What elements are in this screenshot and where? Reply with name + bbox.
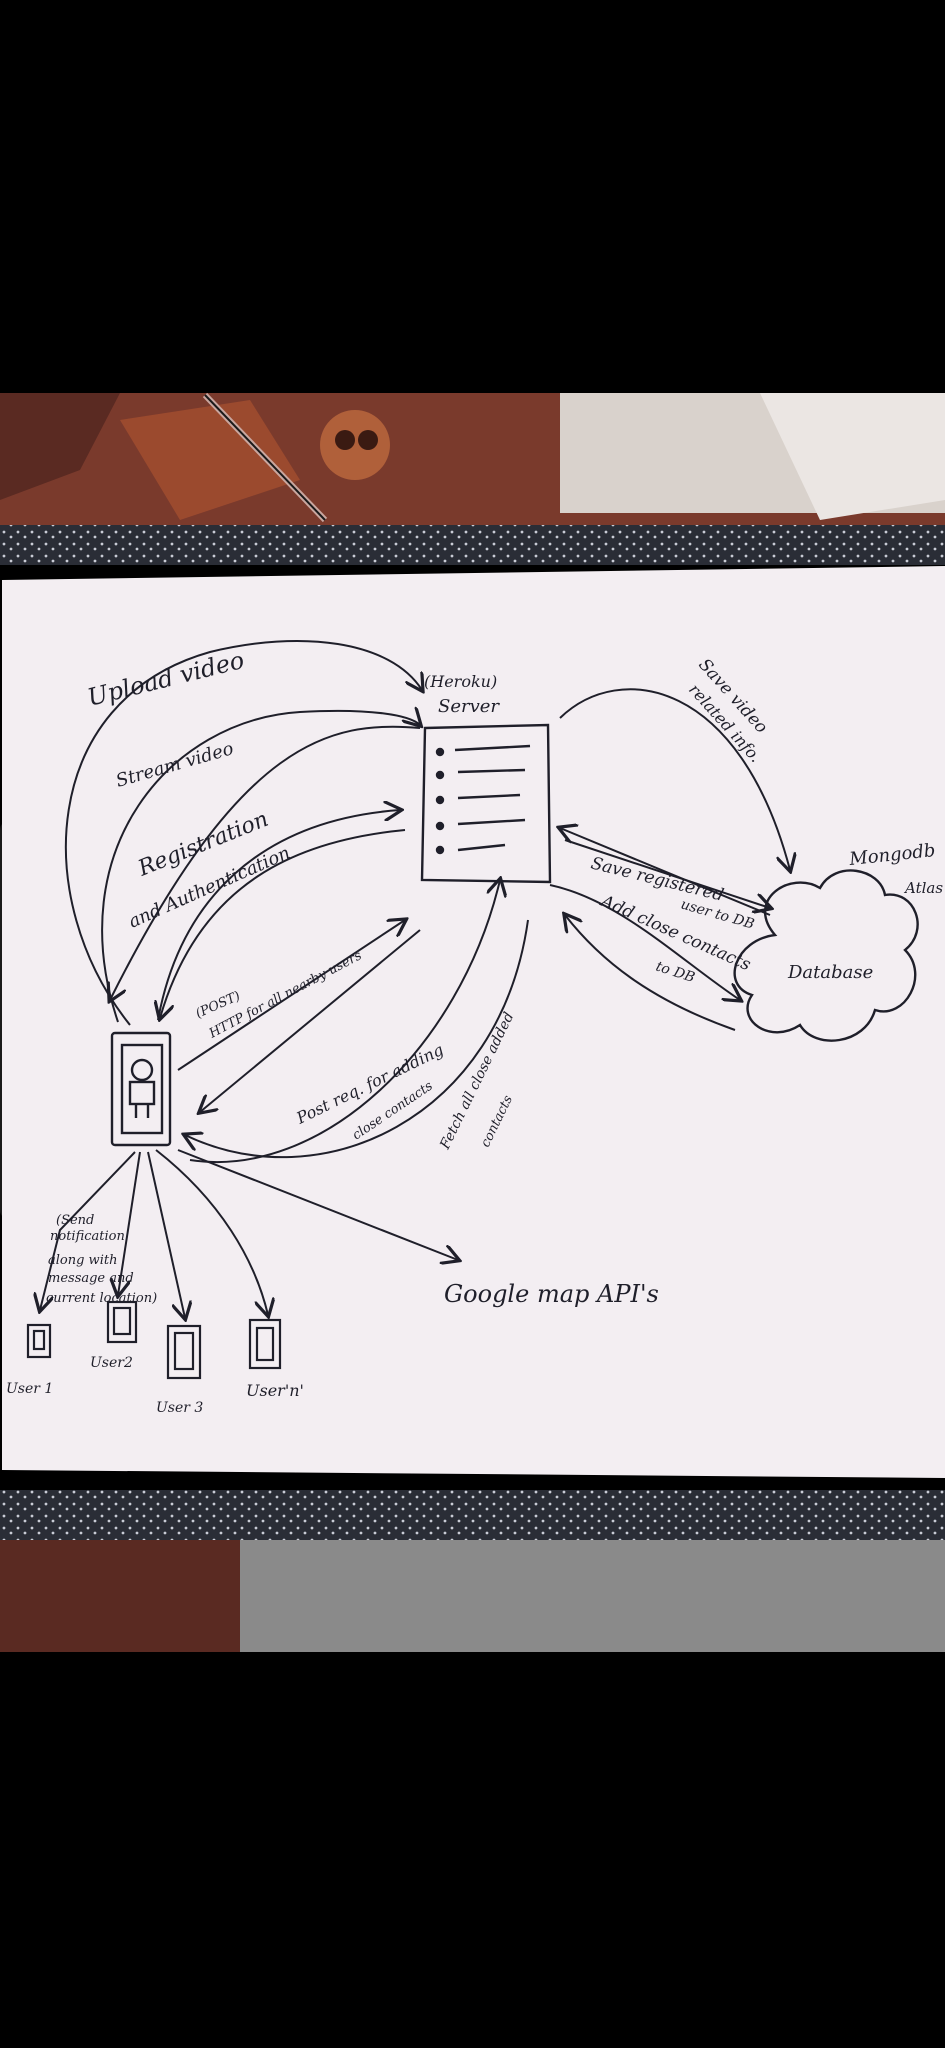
user-devices — [26, 1300, 282, 1380]
label-send-notification-3: along with — [48, 1253, 117, 1268]
fabric-background — [0, 392, 945, 533]
server-box — [420, 723, 552, 884]
label-send-notification-1: (Send — [56, 1213, 94, 1228]
label-server-host: (Heroku) — [424, 672, 497, 691]
user-3-device — [166, 1324, 202, 1380]
user-2-device — [106, 1300, 138, 1344]
android-phone-icon — [110, 1031, 172, 1147]
label-send-notification-2: notification — [50, 1229, 125, 1244]
user-1-device — [26, 1323, 52, 1359]
label-user-n: User'n' — [246, 1381, 304, 1400]
label-user-2: User2 — [90, 1355, 133, 1371]
label-database: Database — [787, 962, 873, 983]
label-google-maps: Google map API's — [444, 1280, 659, 1308]
label-send-notification-5: current location) — [46, 1291, 157, 1306]
label-send-notification-4: message and — [48, 1271, 134, 1286]
diagram-arrows — [40, 639, 790, 1318]
label-user-3: User 3 — [156, 1400, 203, 1416]
label-user-1: User 1 — [6, 1381, 53, 1397]
label-atlas: Atlas — [903, 879, 943, 897]
paper-sheet — [2, 566, 945, 1478]
label-server: Server — [438, 696, 500, 717]
database-cloud-icon — [733, 869, 919, 1042]
